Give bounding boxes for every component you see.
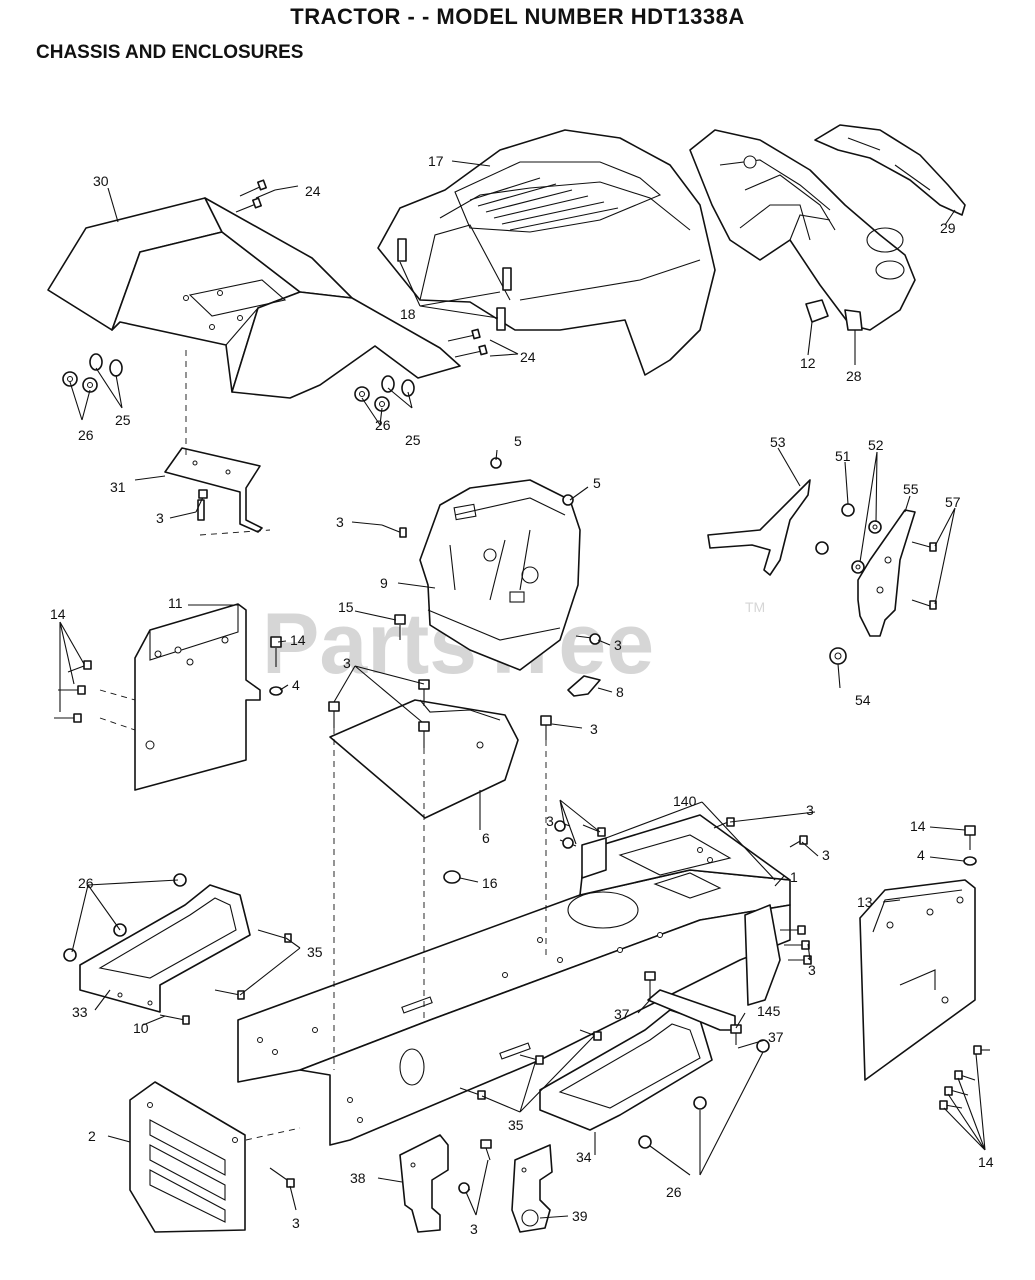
part-33-step-left [79, 884, 251, 1013]
part-1-main-frame [237, 814, 791, 1146]
part-9-dash-panel [419, 479, 581, 671]
part-8-clamp [567, 675, 601, 697]
callout-38: 38 [350, 1170, 366, 1186]
callout-35: 35 [508, 1117, 524, 1133]
callout-5: 5 [514, 433, 522, 449]
callout-39: 39 [572, 1208, 588, 1224]
callout-13: 13 [857, 894, 873, 910]
part-38-bracket [399, 1134, 449, 1233]
part-28-grille [689, 129, 916, 331]
callout-53: 53 [770, 434, 786, 450]
callout-24: 24 [520, 349, 536, 365]
callout-37: 37 [768, 1029, 784, 1045]
part-25-26-hardware-left [62, 353, 415, 412]
callout-51: 51 [835, 448, 851, 464]
assembly-lines [99, 350, 547, 1141]
part-55-bracket [857, 509, 916, 637]
callout-10: 10 [133, 1020, 149, 1036]
callout-4: 4 [292, 677, 300, 693]
callout-3: 3 [546, 813, 554, 829]
callout-26: 26 [78, 427, 94, 443]
part-17-hood [377, 129, 716, 376]
part-2-front-plate [129, 1081, 246, 1233]
section-subtitle: CHASSIS AND ENCLOSURES [36, 42, 304, 63]
callout-26: 26 [666, 1184, 682, 1200]
callout-55: 55 [903, 481, 919, 497]
callout-25: 25 [115, 412, 131, 428]
callout-3: 3 [808, 962, 816, 978]
part-24-bolts-upper [235, 179, 488, 358]
callout-52: 52 [868, 437, 884, 453]
callout-37: 37 [614, 1006, 630, 1022]
callout-3: 3 [156, 510, 164, 526]
part-34-step-right [539, 989, 736, 1131]
part-12-clip [805, 299, 829, 323]
callout-3: 3 [292, 1215, 300, 1231]
callout-31: 31 [110, 479, 126, 495]
callout-30: 30 [93, 173, 109, 189]
part-53-bracket [707, 479, 811, 576]
part-11-side-panel-left [134, 603, 261, 791]
callout-2: 2 [88, 1128, 96, 1144]
part-29-hood-trim [814, 124, 966, 216]
watermark-tm: TM [745, 599, 765, 615]
callout-12: 12 [800, 355, 816, 371]
callout-25: 25 [405, 432, 421, 448]
callout-3: 3 [343, 655, 351, 671]
callout-57: 57 [945, 494, 961, 510]
callout-34: 34 [576, 1149, 592, 1165]
callout-140: 140 [673, 793, 697, 809]
callout-14: 14 [910, 818, 926, 834]
part-39-bracket [511, 1144, 553, 1233]
callout-3: 3 [336, 514, 344, 530]
callout-16: 16 [482, 875, 498, 891]
callout-4: 4 [917, 847, 925, 863]
callout-29: 29 [940, 220, 956, 236]
callout-11: 11 [168, 595, 183, 611]
callout-9: 9 [380, 575, 388, 591]
callout-3: 3 [806, 802, 814, 818]
callout-5: 5 [593, 475, 601, 491]
callout-1: 1 [790, 869, 798, 885]
callout-35: 35 [307, 944, 323, 960]
callout-26: 26 [78, 875, 94, 891]
callout-14: 14 [290, 632, 306, 648]
callout-24: 24 [305, 183, 321, 199]
part-13-side-panel-right [859, 879, 976, 1081]
callout-3: 3 [614, 637, 622, 653]
callout-15: 15 [338, 599, 354, 615]
part-30-fender [47, 197, 461, 399]
callout-8: 8 [616, 684, 624, 700]
callout-6: 6 [482, 830, 490, 846]
callout-18: 18 [400, 306, 416, 322]
page-title: TRACTOR - - MODEL NUMBER HDT1338A [290, 4, 745, 29]
callout-3: 3 [470, 1221, 478, 1237]
callout-28: 28 [846, 368, 862, 384]
callout-14: 14 [978, 1154, 994, 1170]
callout-labels: 17 30 24 18 24 12 28 29 25 26 25 26 5 5 … [50, 153, 994, 1237]
callout-17: 17 [428, 153, 444, 169]
callout-33: 33 [72, 1004, 88, 1020]
callout-145: 145 [757, 1003, 781, 1019]
callout-54: 54 [855, 692, 871, 708]
callout-26: 26 [375, 417, 391, 433]
callout-3: 3 [590, 721, 598, 737]
part-31-bracket [164, 447, 263, 533]
leader-lines [59, 160, 986, 1219]
callout-3: 3 [822, 847, 830, 863]
callout-14: 14 [50, 606, 66, 622]
